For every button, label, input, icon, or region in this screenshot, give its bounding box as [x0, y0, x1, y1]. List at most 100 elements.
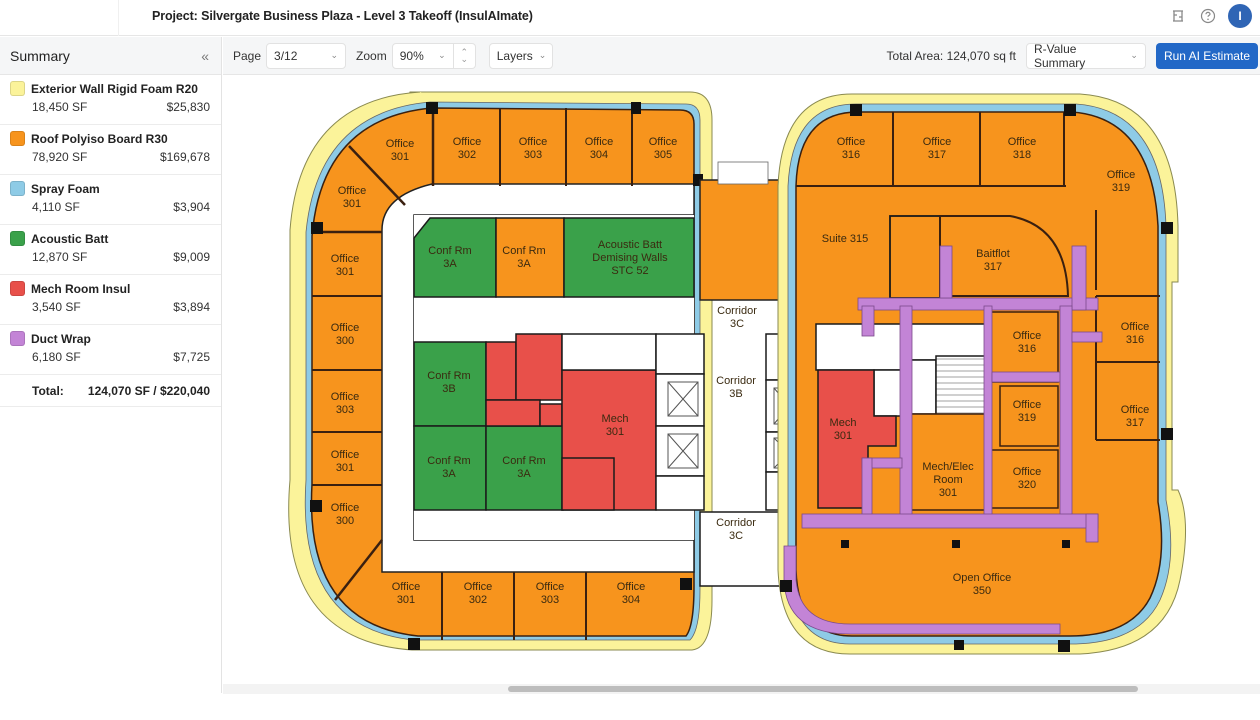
item-name: Duct Wrap: [31, 331, 91, 346]
summary-item-duct-wrap[interactable]: Duct Wrap 6,180 SF $7,725: [0, 325, 221, 375]
project-title: Project: Silvergate Business Plaza - Lev…: [152, 9, 533, 23]
page-value: 3/12: [274, 48, 298, 63]
viewer-toolbar: Page 3/12⌄ Zoom 90%⌄ ⌃⌄ Layers⌄ Total Ar…: [223, 37, 1260, 75]
user-avatar[interactable]: I: [1228, 4, 1252, 28]
page-label: Page: [233, 48, 262, 63]
summary-item-spray-foam[interactable]: Spray Foam 4,110 SF $3,904: [0, 175, 221, 225]
room-label: Suite 315: [822, 233, 868, 245]
item-area: 3,540 SF: [32, 300, 81, 314]
summary-item-mech-room[interactable]: Mech Room Insul 3,540 SF $3,894: [0, 275, 221, 325]
item-cost: $169,678: [159, 150, 210, 164]
stepper-up-icon[interactable]: ⌃: [460, 46, 468, 57]
summary-item-roof-polyiso[interactable]: Roof Polyiso Board R30 78,920 SF $169,678: [0, 125, 221, 175]
header-actions: I: [1168, 4, 1252, 28]
page-select[interactable]: 3/12⌄: [266, 42, 347, 69]
item-name: Roof Polyiso Board R30: [31, 131, 168, 146]
zoom-label: Zoom: [356, 48, 387, 63]
item-cost: $3,904: [173, 200, 210, 214]
item-name: Spray Foam: [31, 181, 100, 196]
header-divider: [118, 0, 119, 36]
stepper-down-icon[interactable]: ⌄: [460, 53, 468, 64]
right-wing: [777, 93, 1186, 655]
sidebar-header: Summary «: [0, 37, 221, 75]
color-swatch: [10, 281, 25, 296]
run-ai-estimate-button[interactable]: Run AI Estimate: [1155, 42, 1258, 69]
total-area-text: Total Area: 124,070 sq ft: [886, 48, 1016, 63]
item-area: 78,920 SF: [32, 150, 88, 164]
chevron-down-icon: ⌄: [1130, 50, 1138, 60]
item-area: 6,180 SF: [32, 350, 81, 364]
color-swatch: [10, 81, 25, 96]
item-cost: $7,725: [173, 350, 210, 364]
layers-label: Layers: [496, 48, 533, 63]
duct-wrap-runs: [783, 245, 1103, 635]
chevron-down-icon: ⌄: [438, 50, 446, 60]
layers-dropdown[interactable]: Layers ⌄: [488, 42, 553, 69]
zoom-stepper[interactable]: ⌃⌄: [453, 42, 476, 69]
summary-sidebar: Summary « Exterior Wall Rigid Foam R20 1…: [0, 37, 222, 693]
color-swatch: [10, 131, 25, 146]
layout-icon[interactable]: [1168, 6, 1188, 26]
total-label: Total:: [32, 383, 64, 398]
scrollbar-thumb[interactable]: [508, 686, 1138, 692]
horizontal-scrollbar[interactable]: [223, 684, 1260, 694]
color-swatch: [10, 331, 25, 346]
top-bar: Project: Silvergate Business Plaza - Lev…: [0, 0, 1260, 36]
color-swatch: [10, 181, 25, 196]
collapse-sidebar-icon[interactable]: «: [201, 47, 209, 64]
item-area: 18,450 SF: [32, 100, 88, 114]
item-area: 4,110 SF: [32, 200, 80, 214]
color-swatch: [10, 231, 25, 246]
r-value-summary-select[interactable]: R-Value Summary⌄: [1025, 42, 1146, 70]
item-cost: $25,830: [166, 100, 210, 114]
zoom-value: 90%: [399, 48, 424, 63]
summary-item-acoustic-batt[interactable]: Acoustic Batt 12,870 SF$9,009: [0, 225, 221, 275]
item-name: Mech Room Insul: [31, 281, 131, 296]
sidebar-title: Summary: [10, 47, 70, 64]
item-cost: $9,009: [173, 250, 210, 264]
chevron-down-icon: ⌄: [538, 50, 547, 60]
zoom-select[interactable]: 90% ⌄: [391, 42, 454, 69]
help-icon[interactable]: [1198, 6, 1218, 26]
summary-total: Total: 124,070 SF / $220,040: [0, 375, 221, 407]
item-name: Exterior Wall Rigid Foam R20: [31, 81, 198, 96]
summary-item-exterior-wall[interactable]: Exterior Wall Rigid Foam R20 18,450 SF $2…: [0, 75, 221, 125]
item-cost: $3,894: [173, 300, 210, 314]
